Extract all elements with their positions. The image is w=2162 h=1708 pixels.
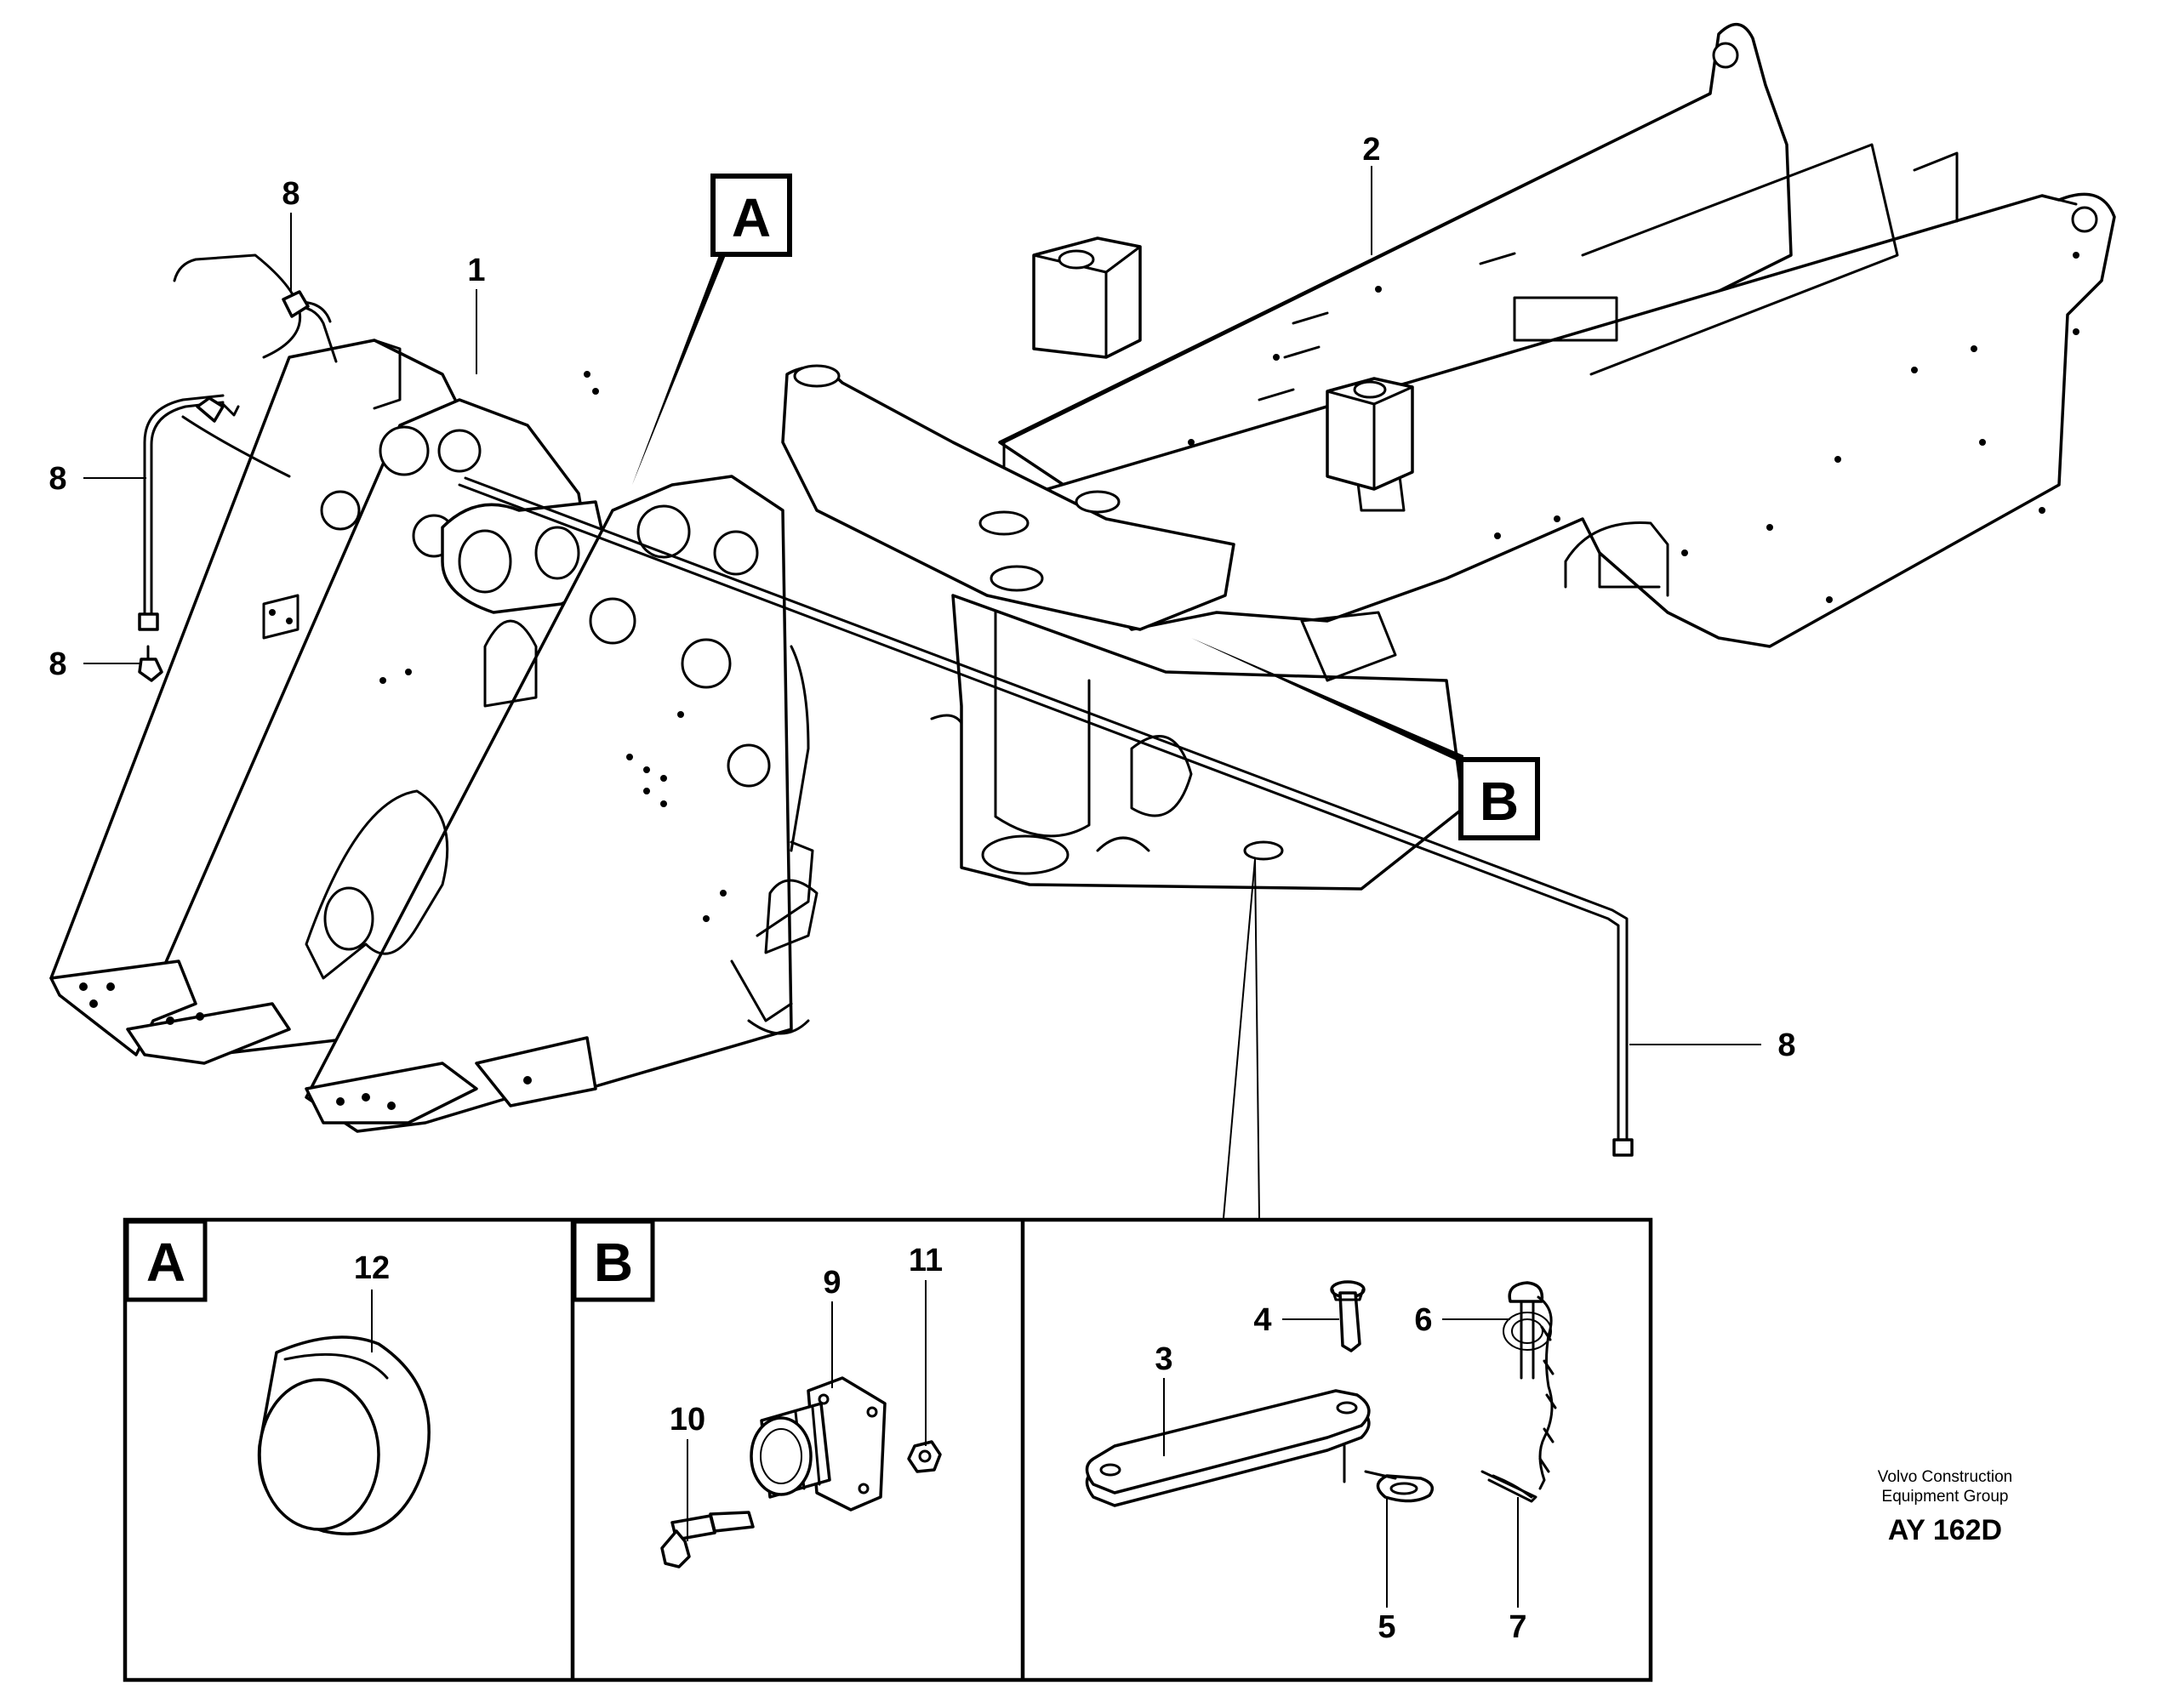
callout-8-lower: 8: [48, 646, 66, 682]
link-part-3: [1085, 1389, 1371, 1507]
lock-ring-part-5: [1364, 1470, 1435, 1503]
callout-5: 5: [1378, 1609, 1395, 1645]
cap-part-12: [257, 1335, 431, 1536]
callout-8-left: 8: [48, 461, 66, 497]
svg-text:A: A: [732, 187, 771, 248]
svg-text:B: B: [1480, 771, 1519, 832]
rear-frame: [781, 23, 2116, 891]
callout-12: 12: [354, 1250, 390, 1286]
bearing-housing-part-9: [750, 1376, 887, 1512]
callout-1: 1: [467, 253, 485, 288]
callout-11: 11: [909, 1243, 943, 1278]
lock-pin-part-6: [1503, 1281, 1557, 1490]
callout-7: 7: [1509, 1609, 1526, 1645]
drawing-code: AY 162D: [1888, 1514, 2002, 1546]
callout-8-top: 8: [282, 176, 299, 212]
lubrication-pipe-left: [138, 290, 338, 682]
callout-9: 9: [823, 1265, 841, 1301]
leader-lines: [83, 166, 1761, 1608]
nut-part-11: [907, 1440, 942, 1473]
callout-2: 2: [1362, 132, 1380, 168]
front-frame: [49, 253, 819, 1133]
pin-part-4: [1330, 1280, 1366, 1352]
r-clip-part-7: [1480, 1470, 1537, 1503]
svg-text:B: B: [594, 1232, 633, 1293]
callout-10: 10: [670, 1402, 705, 1438]
label-box-b-detail: B: [572, 1219, 655, 1302]
label-box-a-detail: A: [124, 1219, 208, 1302]
callout-3: 3: [1155, 1341, 1172, 1377]
credit-line-2: Equipment Group: [1882, 1488, 2009, 1506]
svg-text:A: A: [146, 1232, 185, 1293]
lubrication-pipe-right: [458, 476, 1634, 1157]
bolt-part-10: [660, 1511, 755, 1569]
label-box-b-main: B: [1458, 757, 1540, 840]
callout-8-right: 8: [1777, 1028, 1795, 1063]
credit-line-1: Volvo Construction: [1878, 1468, 2012, 1486]
callout-4: 4: [1253, 1302, 1271, 1338]
label-box-a-main: A: [710, 174, 792, 257]
callout-6: 6: [1414, 1302, 1432, 1338]
publisher-credit: Volvo Construction Equipment Group AY 16…: [1878, 1468, 2012, 1546]
